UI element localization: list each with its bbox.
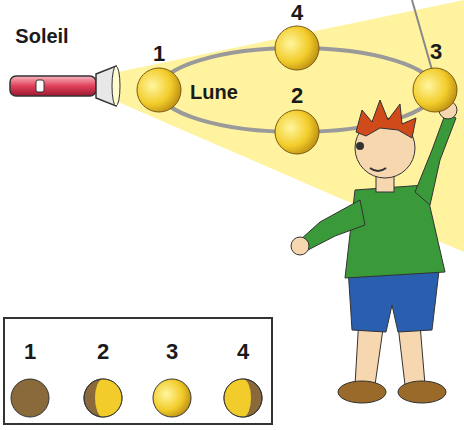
phase-number: 1 (24, 341, 36, 363)
boy (291, 100, 457, 403)
callout-number: 3 (430, 41, 442, 63)
callout-number: 2 (291, 85, 303, 107)
flashlight (10, 66, 120, 106)
callout-number: 4 (291, 2, 303, 24)
string (412, 0, 432, 70)
moons-on-orbit (137, 26, 319, 154)
label-text: Soleil (15, 26, 68, 46)
callout-number: 1 (153, 43, 165, 65)
label-text: Lune (190, 82, 238, 102)
phase-number: 3 (166, 341, 178, 363)
phase-number: 4 (237, 341, 249, 363)
phase-number: 2 (97, 341, 109, 363)
moon (413, 68, 457, 112)
phase-box (4, 318, 272, 424)
